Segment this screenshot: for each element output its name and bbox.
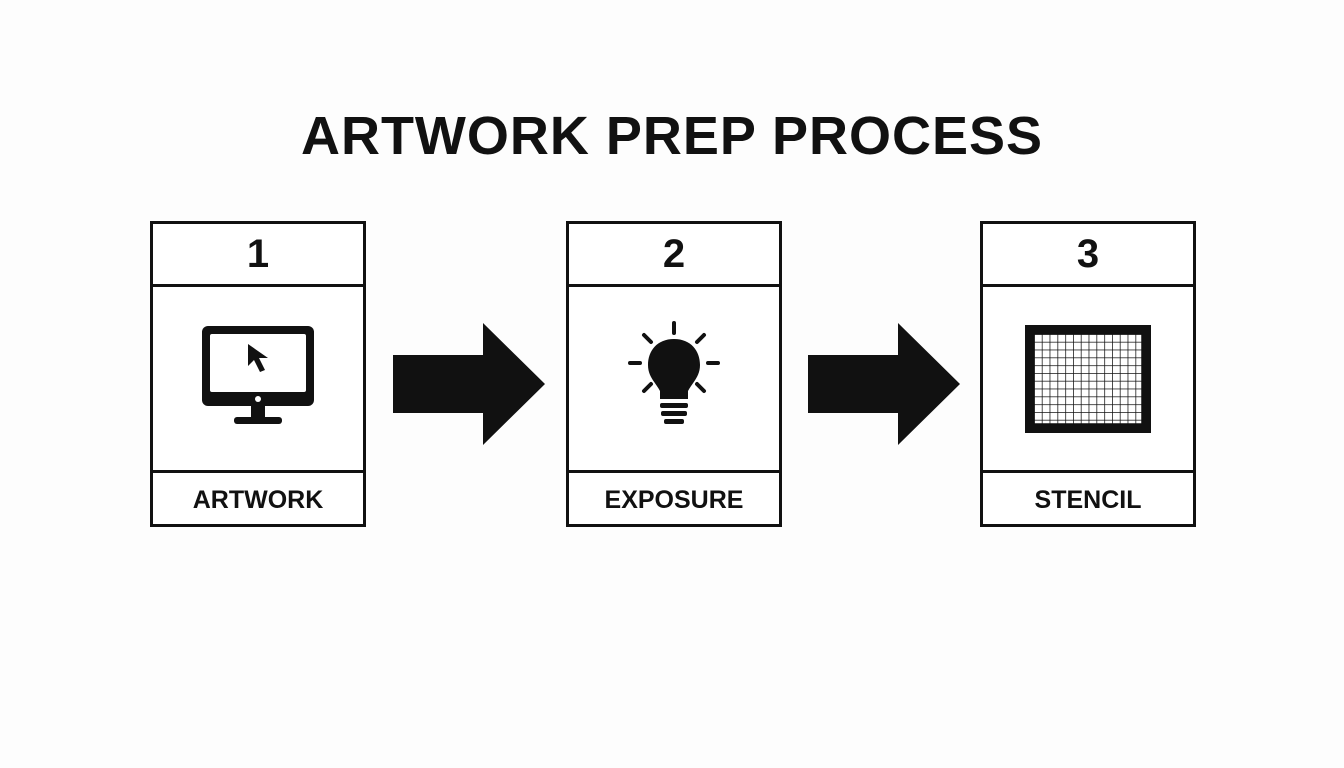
step-card-artwork: 1 ARTWORK [150,221,366,527]
step-label: EXPOSURE [604,485,744,514]
arrow-right-icon [808,323,960,445]
step-number: 3 [983,224,1193,287]
diagram-title: ARTWORK PREP PROCESS [300,106,1044,166]
step-label: ARTWORK [192,485,324,514]
step-number: 2 [569,224,779,287]
step-number: 1 [153,224,363,287]
step-card-stencil: 3 STENCIL [980,221,1196,527]
lightbulb-icon [628,320,720,424]
arrow-right-icon [393,323,545,445]
step-label: STENCIL [1034,485,1142,514]
step-card-exposure: 2 EXPOSURE [566,221,782,527]
mesh-screen-icon [1025,324,1151,433]
computer-monitor-cursor-icon [202,325,314,424]
